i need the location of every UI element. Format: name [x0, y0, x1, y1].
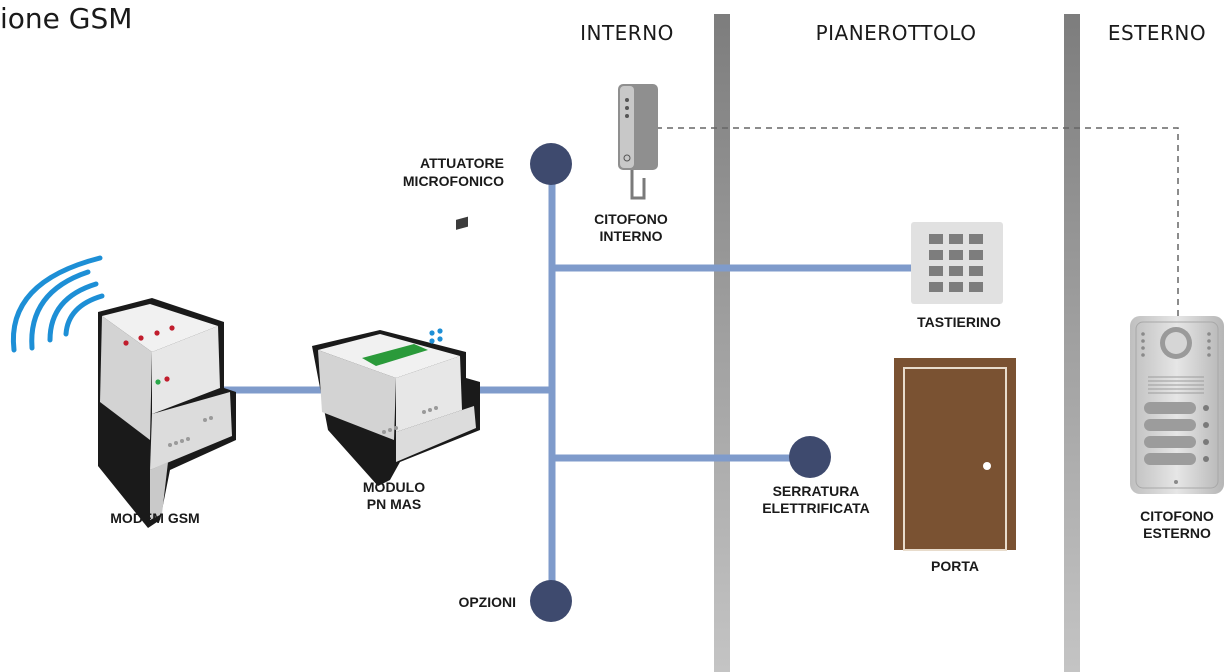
attuatore-node: [530, 143, 572, 185]
citofono-esterno-panel-icon: [1130, 316, 1224, 494]
porta-label: PORTA: [931, 558, 979, 574]
citofono-interno-label-line1: CITOFONO: [594, 211, 668, 227]
modulo-label-line2: PN MAS: [367, 496, 421, 512]
bus-lines: [218, 168, 912, 602]
modem-gsm-device: [98, 298, 236, 528]
wifi-signal-icon: [10, 255, 105, 353]
tastierino-keypad-icon: [911, 222, 1003, 304]
citofono-interno-icon: [618, 84, 658, 200]
attuatore-label-line2: MICROFONICO: [403, 173, 504, 189]
attuatore-label-line1: ATTUATORE: [420, 155, 504, 171]
opzioni-node: [530, 580, 572, 622]
zone-interno-label: INTERNO: [580, 21, 674, 45]
tastierino-label: TASTIERINO: [917, 314, 1001, 330]
serratura-label-line2: ELETTRIFICATA: [762, 500, 870, 516]
citofono-esterno-label-line1: CITOFONO: [1140, 508, 1214, 524]
zone-pianerottolo-label: PIANEROTTOLO: [816, 21, 977, 45]
serratura-node: [789, 436, 831, 478]
wall-pianerottolo-esterno: [1064, 14, 1080, 672]
modem-gsm-label: MODEM GSM: [110, 510, 199, 526]
modulo-pn-mas-device: [312, 216, 480, 486]
porta-door-icon: [894, 358, 1016, 551]
wall-interno-pianerottolo: [714, 14, 730, 672]
citofono-esterno-label-line2: ESTERNO: [1143, 525, 1211, 541]
zone-esterno-label: ESTERNO: [1108, 21, 1206, 45]
intercom-link-line: [656, 127, 1179, 318]
serratura-label-line1: SERRATURA: [773, 483, 860, 499]
modulo-label-line1: MODULO: [363, 479, 425, 495]
citofono-interno-label-line2: INTERNO: [600, 228, 663, 244]
opzioni-label: OPZIONI: [458, 594, 516, 610]
page-title: ione GSM: [0, 2, 132, 35]
